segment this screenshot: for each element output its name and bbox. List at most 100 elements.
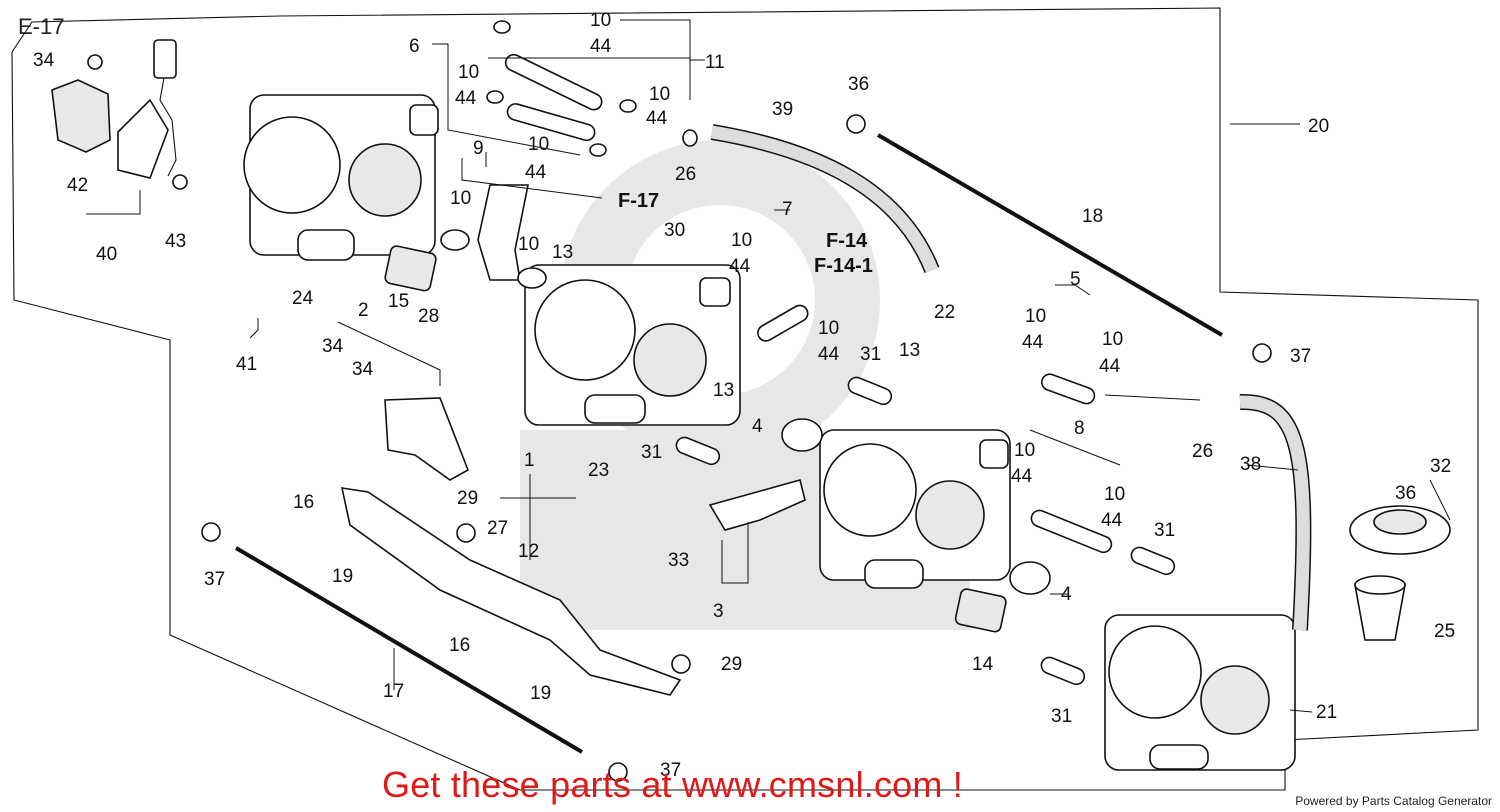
callout-44: 44: [729, 256, 751, 277]
fuel-joint-5[interactable]: [1040, 372, 1097, 406]
callout-42: 42: [67, 175, 88, 196]
assembly-boundary: [11, 7, 1479, 791]
callout-44: 44: [525, 162, 547, 183]
shaft-17[interactable]: [234, 546, 584, 754]
callout-10: 10: [1025, 306, 1046, 327]
callout-26: 26: [1192, 441, 1213, 462]
ref-f-14-1: F-14-1: [814, 255, 873, 277]
promo-banner[interactable]: Get these parts at www.cmsnl.com !: [382, 764, 963, 805]
callout-22: 22: [934, 302, 955, 323]
callout-36: 36: [848, 74, 869, 95]
callout-29: 29: [721, 654, 742, 675]
air-funnel-32[interactable]: [1349, 505, 1451, 555]
callout-34: 34: [352, 359, 374, 380]
callout-44: 44: [1101, 510, 1123, 531]
callout-17: 17: [383, 681, 404, 702]
callout-3: 3: [713, 601, 724, 622]
callout-31: 31: [641, 442, 662, 463]
callout-9: 9: [473, 138, 484, 159]
callout-20: 20: [1308, 116, 1329, 137]
callout-31: 31: [1154, 520, 1175, 541]
callout-36: 37: [1290, 346, 1311, 367]
callout-31: 31: [1051, 706, 1072, 727]
callout-10: 10: [590, 10, 611, 31]
callout-44: 44: [818, 344, 840, 365]
callout-13: 13: [899, 340, 920, 361]
callout-43: 43: [165, 231, 186, 252]
callout-44: 44: [1099, 356, 1121, 377]
callout-28: 28: [418, 306, 439, 327]
callout-11: 11: [705, 52, 725, 73]
pipe-31-set[interactable]: [674, 375, 1177, 687]
callout-39: 39: [772, 99, 793, 120]
callout-41: 41: [236, 354, 257, 375]
callout-8: 8: [1074, 418, 1085, 439]
callout-16: 16: [449, 635, 470, 656]
page-code: E-17: [18, 14, 65, 39]
callout-13: 13: [713, 380, 734, 401]
callout-10: 10: [1102, 329, 1123, 350]
callout-19: 19: [332, 566, 353, 587]
callout-13: 13: [552, 242, 573, 263]
callout-34: 34: [322, 336, 344, 357]
spring-14[interactable]: [954, 588, 1007, 633]
callout-29: 29: [457, 488, 478, 509]
callout-44: 44: [455, 88, 477, 109]
callout-37: 37: [660, 760, 681, 781]
callout-10: 10: [1014, 440, 1035, 461]
callout-15: 15: [388, 291, 409, 312]
fuel-hose-38-fill: [1239, 395, 1310, 631]
callout-12: 12: [518, 541, 539, 562]
sensor-assembly[interactable]: [51, 39, 188, 190]
callout-2: 2: [358, 300, 369, 321]
callout-4: 4: [752, 416, 763, 437]
callout-10: 10: [450, 188, 471, 209]
link-plate-bracket[interactable]: [340, 397, 806, 696]
fuel-joint-7[interactable]: [755, 303, 811, 344]
spring-15[interactable]: [384, 245, 437, 292]
carburetor-23[interactable]: [524, 264, 741, 426]
callout-32: 32: [1430, 456, 1451, 477]
callout-10: 10: [731, 230, 752, 251]
callout-4: 4: [1061, 584, 1072, 605]
callout-44: 44: [590, 36, 612, 57]
callout-10: 10: [1104, 484, 1125, 505]
generator-credit: Powered by Parts Catalog Generator: [1295, 794, 1492, 808]
carburetor-21[interactable]: [1104, 614, 1296, 771]
callout-30: 30: [664, 220, 685, 241]
fuel-joint-pipes[interactable]: [486, 20, 698, 157]
callout-10: 10: [649, 84, 670, 105]
callout-44: 44: [1011, 466, 1033, 487]
callout-10: 10: [818, 318, 839, 339]
leader-lines: [86, 19, 1451, 713]
callout-labels: 10 44 11 6 10 44 10 44 10 44 9 10 10 26 …: [33, 10, 1455, 781]
callout-35: 36: [1395, 483, 1416, 504]
fuel-joint-9[interactable]: [440, 184, 547, 289]
ref-f-17: F-17: [618, 190, 659, 212]
callout-26: 26: [675, 164, 696, 185]
callout-14: 14: [972, 654, 994, 675]
callout-34: 34: [33, 50, 55, 71]
carburetor-24[interactable]: [243, 94, 439, 261]
fuel-joint-8[interactable]: [1029, 508, 1114, 555]
callout-10: 10: [458, 62, 479, 83]
callout-31: 31: [860, 344, 881, 365]
carburetor-22[interactable]: [819, 429, 1011, 589]
callout-23: 23: [588, 460, 609, 481]
nut-set[interactable]: [201, 114, 1272, 782]
callout-40: 40: [96, 244, 117, 265]
air-funnel-25[interactable]: [1354, 575, 1406, 641]
callout-16: 16: [293, 492, 314, 513]
fuel-hose-39-fill: [710, 125, 939, 273]
o-ring-4-set[interactable]: [781, 418, 1051, 595]
shaft-18[interactable]: [876, 133, 1224, 337]
callout-1: 1: [524, 450, 535, 471]
callout-10: 10: [518, 234, 539, 255]
callout-18: 18: [1082, 206, 1103, 227]
callout-10: 10: [528, 134, 549, 155]
callout-5: 5: [1070, 269, 1081, 290]
callout-21: 21: [1316, 702, 1337, 723]
callout-25: 25: [1434, 621, 1455, 642]
callout-38: 38: [1240, 454, 1261, 475]
